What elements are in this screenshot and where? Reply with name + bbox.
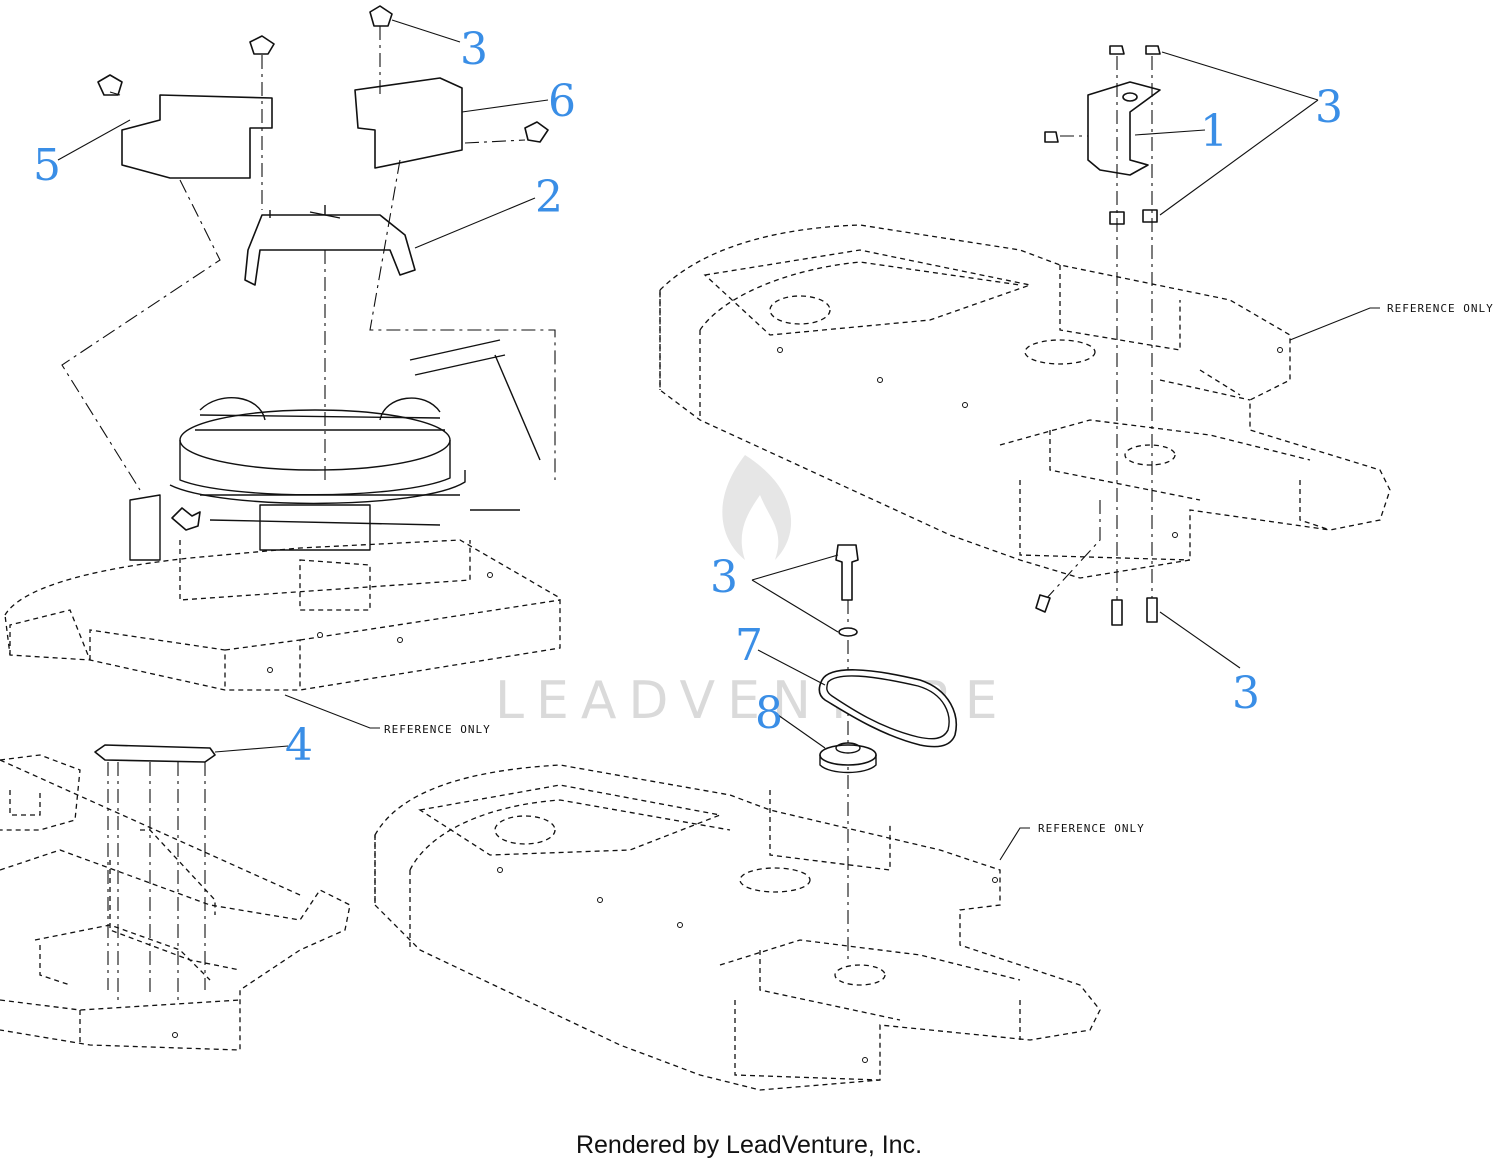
bracket-nut-icon-2 [1145,45,1161,55]
reference-label-left: REFERENCE ONLY [384,723,491,736]
part-7-belt [818,669,957,748]
right-top-deck [659,224,1391,579]
bottom-bolt-icon-2 [1146,597,1158,623]
angled-bolt-icon [1035,594,1051,613]
callout-7: 7 [735,620,763,671]
deck-knob-icon [171,507,201,531]
right-top-deck-outline [659,224,1391,579]
callout-5: 5 [33,140,61,191]
top-knob-icon [369,5,393,27]
part-8-pulley [819,744,877,766]
callout-8: 8 [755,688,783,739]
callout-2: 2 [535,172,563,223]
left-deck-outline [4,539,561,691]
leader-lines [57,19,1380,861]
bottom-center-deck [374,764,1101,1091]
part-6-right-shield [249,5,549,169]
callout-6: 6 [548,76,576,127]
washer-icon [838,627,858,637]
callout-3-lower-right: 3 [1232,668,1260,719]
footer-credit: Rendered by LeadVenture, Inc. [576,1131,922,1159]
reference-labels: REFERENCE ONLY REFERENCE ONLY REFERENCE … [384,302,1494,835]
callout-3-center: 3 [710,552,738,603]
callout-1: 1 [1200,106,1228,157]
part-1-idler-bracket [1035,45,1161,626]
bracket-nut-icon [1109,45,1125,55]
center-hardware [818,544,957,960]
reference-label-bottom: REFERENCE ONLY [1038,822,1145,835]
reference-label-right: REFERENCE ONLY [1387,302,1494,315]
callout-4: 4 [285,720,313,771]
center-knob-icon [249,35,275,55]
alignment-lines [61,26,556,491]
part-5-knob-icon [97,74,123,96]
part-6-knob-icon [524,121,549,143]
callout-3-right: 3 [1315,82,1343,133]
center-bolt-icon [835,544,859,601]
bottom-bolt-icon [1111,599,1123,626]
side-nut-icon [1044,131,1059,143]
callout-3-top: 3 [460,24,488,75]
part-4-plate [94,744,216,763]
bottom-center-deck-outline [374,764,1101,1091]
part-5-left-shield [97,74,273,179]
part-2-cover-bracket [244,205,416,286]
left-deck-assembly [4,339,561,691]
watermark-flame-icon [722,455,792,560]
callouts: 1 2 3 3 3 3 4 5 6 7 8 [33,24,1343,771]
bottom-left-deck [0,744,351,1051]
